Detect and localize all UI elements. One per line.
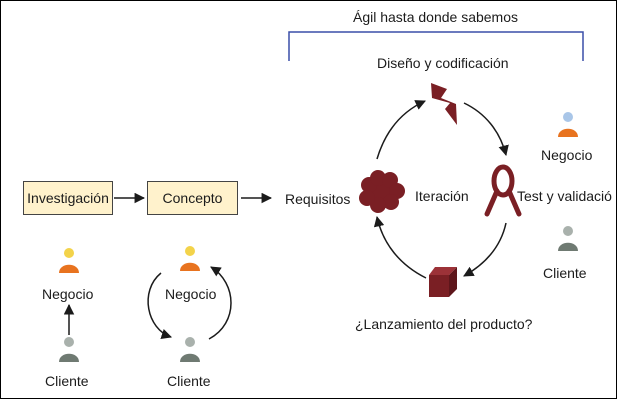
person-icon <box>180 337 200 362</box>
cliente-label-right: Cliente <box>543 265 587 281</box>
arc-cliente-negocio <box>208 266 232 340</box>
person-icon <box>180 246 200 271</box>
cycle-test-label: Test y validació <box>517 188 612 204</box>
negocio-label-right: Negocio <box>541 147 593 163</box>
arc-negocio-cliente <box>147 272 172 339</box>
phase-concepto: Concepto <box>147 181 238 215</box>
person-icon <box>59 337 79 362</box>
person-icon <box>558 112 578 137</box>
arc-test-release <box>463 222 507 277</box>
cycle-requisitos-label: Requisitos <box>285 191 351 207</box>
cube-icon <box>429 267 457 297</box>
agile-bracket <box>288 31 584 61</box>
cycle-release-label: ¿Lanzamiento del producto? <box>355 316 533 332</box>
cliente-label-middle: Cliente <box>167 373 211 389</box>
arc-release-requisitos <box>373 215 427 279</box>
person-icon <box>59 248 79 273</box>
cycle-design-label: Diseño y codificación <box>377 55 509 71</box>
negocio-label-left: Negocio <box>42 286 94 302</box>
agile-header-title: Ágil hasta donde sabemos <box>353 9 518 25</box>
arc-design-test <box>463 102 509 157</box>
person-icon <box>558 226 578 251</box>
lightning-icon <box>431 83 457 125</box>
cloud-icon <box>359 170 405 213</box>
cycle-iteracion-label: Iteración <box>415 188 469 204</box>
negocio-label-middle: Negocio <box>165 286 217 302</box>
ribbon-icon <box>484 164 522 217</box>
arc-requisitos-design <box>376 100 426 160</box>
phase-investigacion: Investigación <box>23 181 113 215</box>
cliente-label-left: Cliente <box>45 373 89 389</box>
